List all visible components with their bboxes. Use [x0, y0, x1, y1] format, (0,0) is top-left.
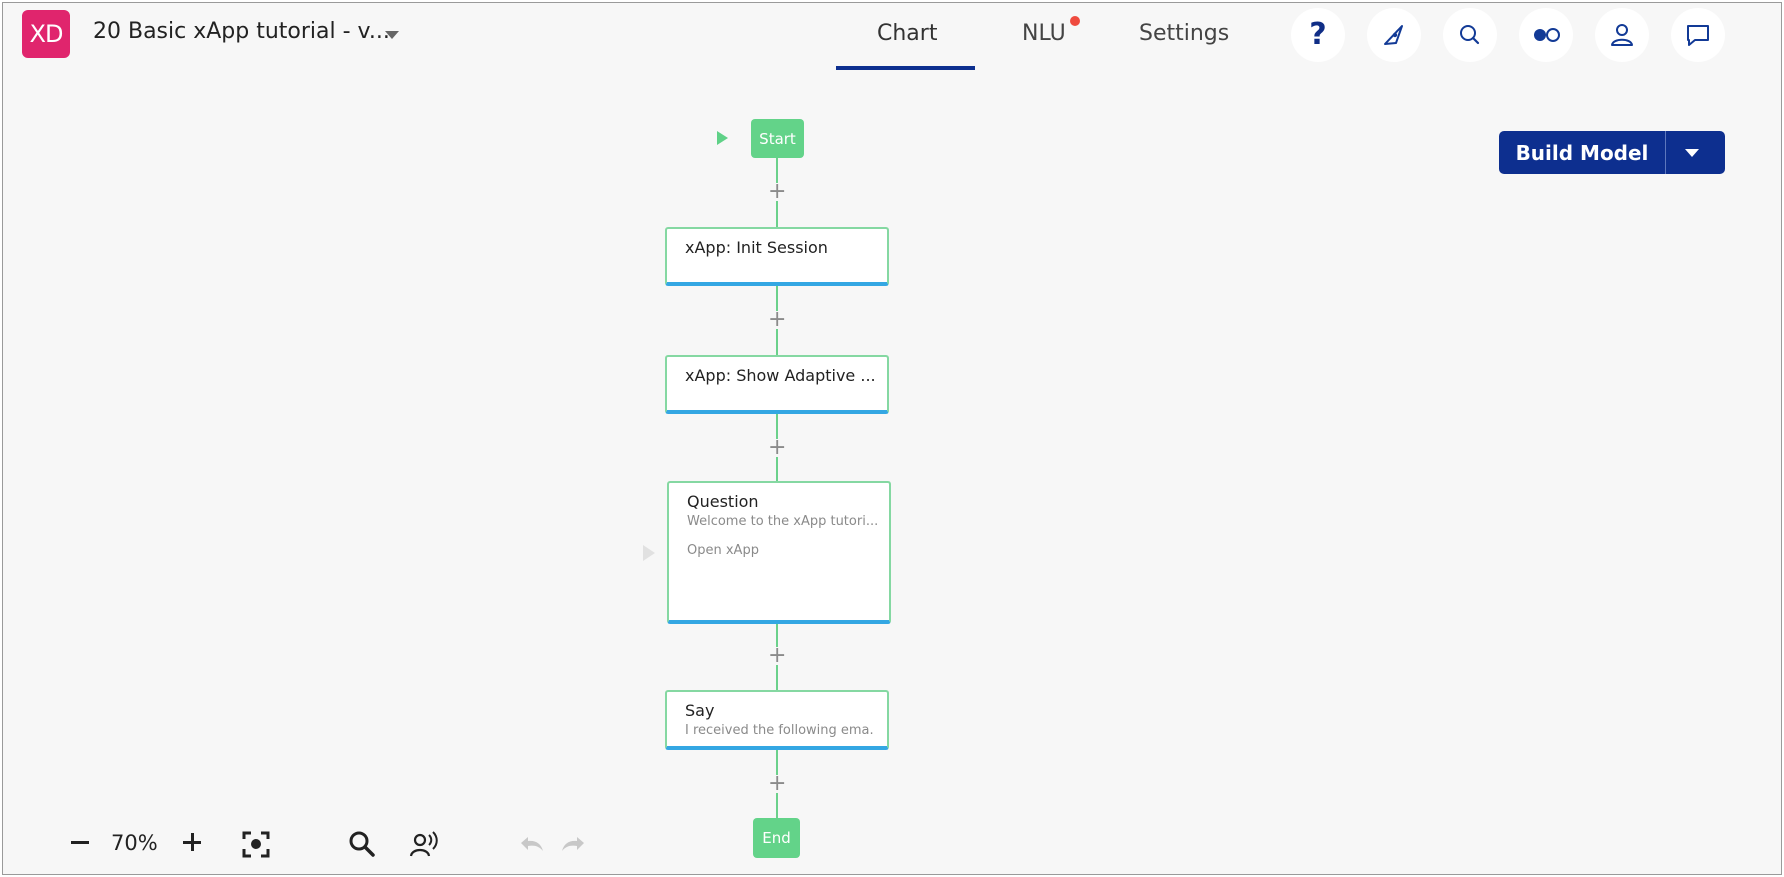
node-option[interactable]: Open xApp [687, 543, 759, 558]
zoom-level: 70% [111, 831, 158, 855]
search-icon [1460, 25, 1480, 45]
nlu-notification-badge [1070, 16, 1080, 26]
toggle-button[interactable] [1519, 8, 1573, 62]
user-button[interactable] [1595, 8, 1649, 62]
help-icon: ? [1309, 17, 1327, 52]
undo-button[interactable] [517, 829, 547, 859]
toggle-icon [1534, 28, 1560, 42]
flow-node-say[interactable]: Say I received the following ema... [665, 690, 889, 750]
add-node-button[interactable]: + [768, 643, 787, 668]
redo-icon [562, 837, 584, 851]
project-dropdown-icon[interactable] [385, 31, 399, 39]
node-title: xApp: Init Session [685, 238, 828, 257]
build-model-dropdown-icon[interactable] [1685, 149, 1699, 157]
user-icon [1611, 24, 1633, 46]
end-node[interactable]: End [753, 818, 800, 858]
node-title: Say [685, 701, 715, 720]
search-button[interactable] [1443, 8, 1497, 62]
help-button[interactable]: ? [1291, 8, 1345, 62]
redo-button[interactable] [558, 829, 588, 859]
start-play-icon[interactable] [717, 131, 728, 145]
build-model-separator [1665, 131, 1666, 174]
canvas-search-button[interactable] [347, 829, 377, 859]
add-node-button[interactable]: + [768, 435, 787, 460]
search-icon [349, 831, 375, 857]
tab-nlu[interactable]: NLU [1022, 21, 1066, 46]
add-node-button[interactable]: + [768, 307, 787, 332]
node-title: Question [687, 492, 759, 511]
flow-node-question[interactable]: Question Welcome to the xApp tutori... O… [667, 481, 891, 624]
zoom-out-button[interactable] [71, 841, 89, 844]
compass-button[interactable] [1367, 8, 1421, 62]
fit-to-screen-button[interactable] [241, 829, 271, 859]
tab-settings[interactable]: Settings [1139, 21, 1230, 46]
active-tab-indicator [836, 66, 975, 70]
add-node-button[interactable]: + [768, 179, 787, 204]
node-subtitle: Welcome to the xApp tutori... [687, 514, 877, 529]
zoom-in-button[interactable] [183, 833, 201, 851]
tab-chart[interactable]: Chart [877, 21, 938, 46]
chat-icon [1687, 25, 1709, 46]
project-title[interactable]: 20 Basic xApp tutorial - v... [93, 19, 390, 44]
flow-node-show-adaptive[interactable]: xApp: Show Adaptive ... [665, 355, 889, 414]
add-node-button[interactable]: + [768, 771, 787, 796]
undo-icon [521, 837, 543, 851]
build-model-label[interactable]: Build Model [1515, 140, 1649, 165]
node-subtitle: I received the following ema... [685, 723, 875, 738]
voice-preview-button[interactable] [409, 829, 439, 859]
flow-node-init-session[interactable]: xApp: Init Session [665, 227, 889, 286]
chat-button[interactable] [1671, 8, 1725, 62]
app-logo[interactable]: XD [22, 10, 70, 58]
build-model-button[interactable]: Build Model [1499, 131, 1725, 174]
node-title: xApp: Show Adaptive ... [685, 366, 876, 385]
start-node[interactable]: Start [751, 119, 804, 158]
speaking-user-icon [409, 831, 438, 857]
header: XD 20 Basic xApp tutorial - v... Chart N… [3, 3, 1781, 71]
compass-icon [1384, 25, 1403, 45]
node-entry-arrow-icon [643, 545, 655, 561]
focus-icon [242, 831, 270, 858]
